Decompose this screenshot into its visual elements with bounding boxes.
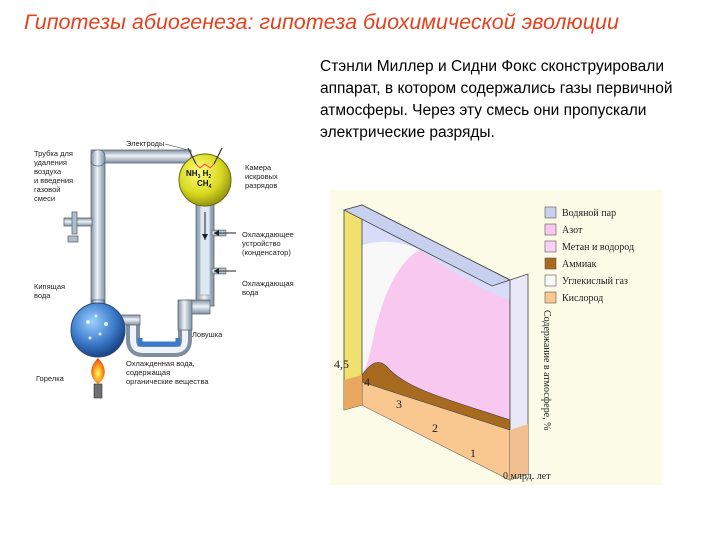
axis-label-4-5: 4,5 <box>334 357 349 371</box>
burner-flame <box>91 358 105 384</box>
label-cooler: Охлаждающее устройство (конденсатор) <box>242 230 294 257</box>
svg-text:(конденсатор): (конденсатор) <box>242 248 291 257</box>
stopcock-handle <box>67 235 79 243</box>
label-cooling-water: Охлаждающая вода <box>242 279 294 297</box>
legend-item-nitrogen: Азот <box>544 223 583 236</box>
electrode-right <box>213 147 223 165</box>
axis-label-2: 2 <box>432 421 438 435</box>
legend-swatch <box>544 291 557 304</box>
miller-apparatus: NH3 H2 CH4 Электроды Трубка для удаления… <box>34 139 294 399</box>
svg-text:Аммиак: Аммиак <box>562 259 597 270</box>
legend-swatch <box>544 206 557 219</box>
stopcock <box>71 211 78 235</box>
gas-ch4: CH4 <box>197 179 212 190</box>
svg-text:Охлаждающая: Охлаждающая <box>242 279 294 288</box>
label-cooled-water: Охлажденная вода, содержащая органически… <box>126 359 209 386</box>
label-tube: Трубка для удаления воздуха и введения г… <box>34 149 73 203</box>
svg-text:и введения: и введения <box>34 176 73 185</box>
legend-item-ammonia: Аммиак <box>544 257 597 270</box>
slide-title: Гипотезы абиогенеза: гипотеза биохимичес… <box>24 10 619 34</box>
legend-item-co2: Углекислый газ <box>544 274 628 287</box>
svg-text:Водяной пар: Водяной пар <box>562 208 616 219</box>
trap-water <box>137 338 181 347</box>
svg-text:вода: вода <box>242 288 259 297</box>
left-pipe <box>90 159 106 311</box>
label-boiling-water: Кипящая вода <box>34 282 65 300</box>
svg-text:удаления: удаления <box>34 158 67 167</box>
label-chamber: Камера искровых разрядов <box>245 163 278 190</box>
boiling-flask <box>70 302 126 358</box>
svg-text:Камера: Камера <box>245 163 272 172</box>
legend-swatch <box>544 223 557 236</box>
svg-text:Кислород: Кислород <box>562 293 603 304</box>
svg-text:вода: вода <box>34 291 51 300</box>
svg-text:газовой: газовой <box>34 185 60 194</box>
axis-label-1: 1 <box>470 446 476 460</box>
svg-text:органические вещества: органические вещества <box>126 377 209 386</box>
air-tube <box>63 217 93 227</box>
svg-text:воздуха: воздуха <box>34 167 62 176</box>
svg-text:Азот: Азот <box>562 225 583 236</box>
electrode-left <box>187 147 197 165</box>
layer-oxygen <box>362 382 510 480</box>
layer-co2 <box>362 241 420 375</box>
legend: Водяной пар Азот Метан и водород Аммиак … <box>544 206 634 304</box>
layer-ammonia <box>362 362 510 430</box>
slide-description: Стэнли Миллер и Сидни Фокс сконструирова… <box>320 58 673 141</box>
svg-text:устройство: устройство <box>242 239 281 248</box>
legend-item-oxygen: Кислород <box>544 291 603 304</box>
svg-text:Кипящая: Кипящая <box>34 282 65 291</box>
axis-label-3: 3 <box>396 397 402 411</box>
legend-swatch <box>544 274 557 287</box>
side-axis-label: Содержание в атмосфере, % <box>541 310 552 431</box>
svg-text:Метан и водород: Метан и водород <box>562 242 634 253</box>
svg-text:Углекислый газ: Углекислый газ <box>562 276 628 287</box>
legend-item-methane: Метан и водород <box>544 240 634 253</box>
spark-chamber <box>178 153 232 207</box>
svg-text:Трубка для: Трубка для <box>34 149 73 158</box>
legend-swatch <box>544 257 557 270</box>
top-left-elbow <box>90 149 106 167</box>
svg-text:смеси: смеси <box>34 194 55 203</box>
svg-text:Охлажденная вода,: Охлажденная вода, <box>126 359 195 368</box>
gas-nh3: NH3 H2 <box>186 169 211 180</box>
atmosphere-figure: 4,5 4 3 2 1 0 млрд. лет Содержание в атм… <box>330 190 662 485</box>
svg-text:искровых: искровых <box>245 172 278 181</box>
label-burner: Горелка <box>36 374 65 383</box>
svg-text:разрядов: разрядов <box>245 181 277 190</box>
axis-label-zero: 0 млрд. лет <box>503 471 551 482</box>
top-pipe <box>90 149 192 164</box>
label-electrodes: Электроды <box>126 139 164 148</box>
spark <box>195 163 215 169</box>
label-trap: Ловушка <box>192 330 223 339</box>
legend-swatch <box>544 240 557 253</box>
legend-item-water-vapor: Водяной пар <box>544 206 616 219</box>
svg-text:Охлаждающее: Охлаждающее <box>242 230 294 239</box>
burner-body <box>93 383 103 399</box>
axis-label-4: 4 <box>364 375 370 389</box>
svg-text:содержащая: содержащая <box>126 368 170 377</box>
